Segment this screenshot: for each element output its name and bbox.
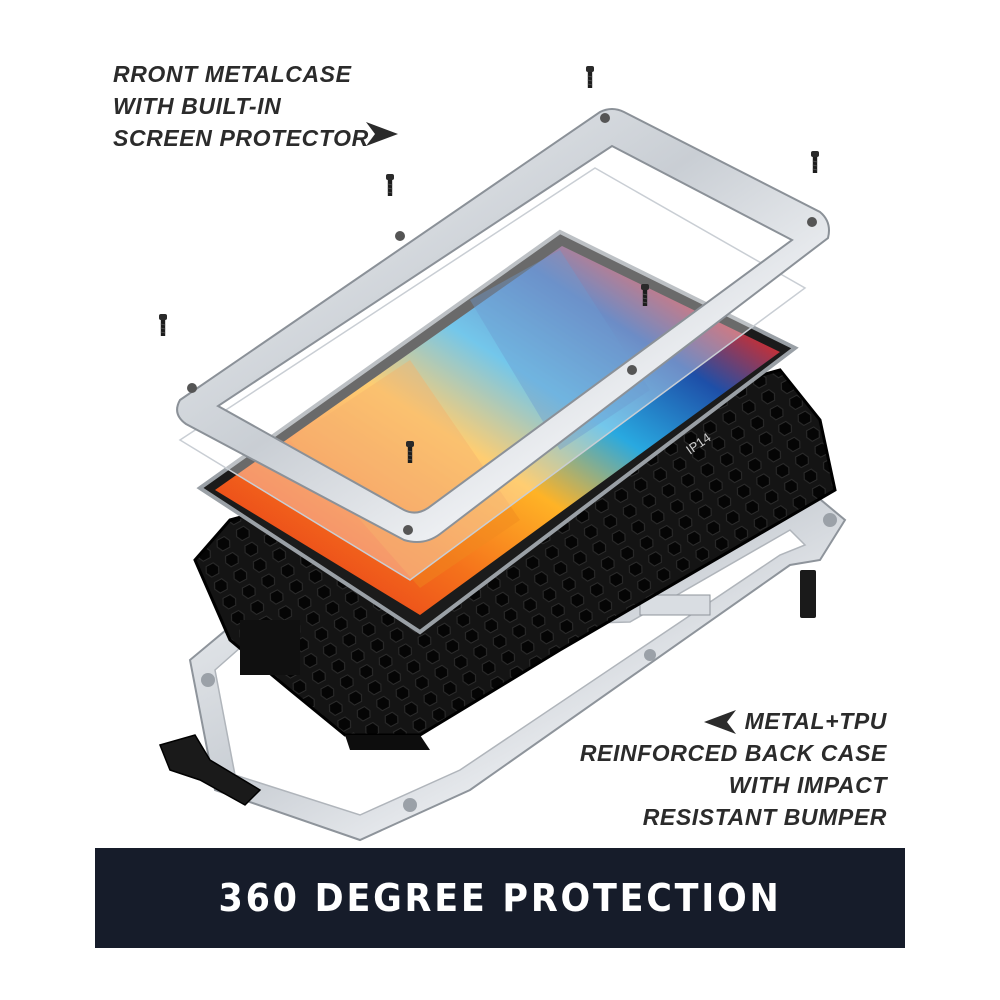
- side-button-cover: [800, 570, 816, 618]
- front-callout-line-2: WITH BUILT-IN: [113, 93, 282, 119]
- back-callout-line-2: REINFORCED BACK CASE: [579, 740, 887, 766]
- back-callout-line-3: WITH IMPACT: [728, 772, 887, 798]
- back-callout-line-1: METAL+TPU: [744, 708, 887, 734]
- front-case-callout: RRONT METALCASE WITH BUILT-IN SCREEN PRO…: [113, 58, 369, 154]
- protection-banner: 360 DEGREE PROTECTION: [95, 848, 905, 948]
- port-plug: [158, 734, 262, 806]
- front-metal-frame: [176, 108, 830, 543]
- banner-title: 360 DEGREE PROTECTION: [218, 876, 782, 920]
- back-callout-line-4: RESISTANT BUMPER: [642, 804, 887, 830]
- front-callout-line-3: SCREEN PROTECTOR: [113, 125, 369, 151]
- arrow-right-icon: [366, 122, 398, 146]
- back-case-callout: METAL+TPU REINFORCED BACK CASE WITH IMPA…: [580, 705, 887, 833]
- arrow-left-icon: [704, 710, 736, 734]
- front-callout-line-1: RRONT METALCASE: [113, 61, 352, 87]
